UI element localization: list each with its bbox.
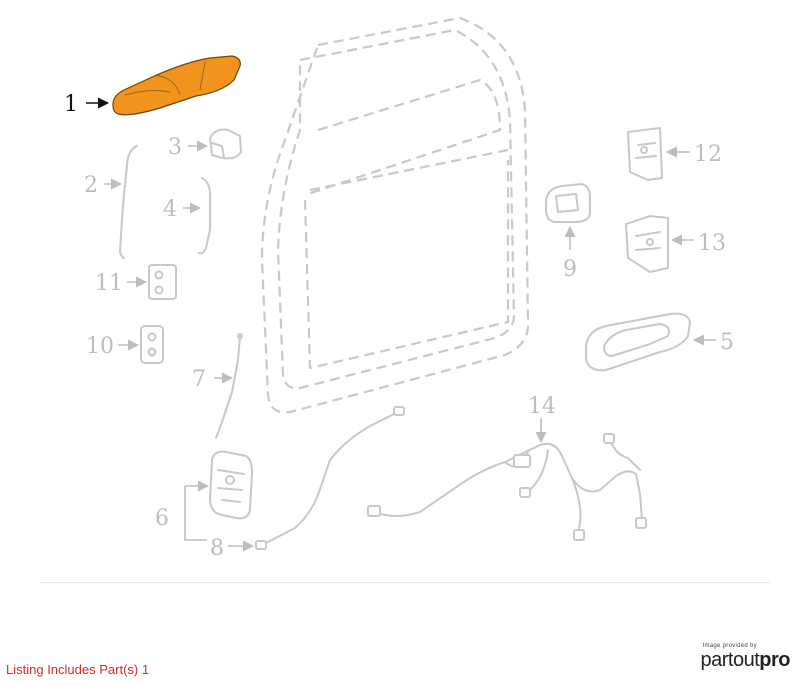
separator-line bbox=[40, 582, 770, 583]
part-10-pad[interactable] bbox=[140, 325, 164, 364]
callout-9: 9 bbox=[563, 257, 577, 282]
part-5-inside-handle[interactable] bbox=[585, 312, 691, 372]
part-9-striker[interactable] bbox=[545, 183, 591, 223]
brand-name: partoutpro bbox=[700, 649, 791, 671]
callout-3: 3 bbox=[168, 135, 182, 160]
callout-6: 6 bbox=[155, 506, 169, 531]
part-4-rod[interactable] bbox=[198, 177, 211, 255]
part-2-rod[interactable] bbox=[119, 145, 138, 259]
part-11-pad[interactable] bbox=[148, 264, 177, 300]
brand-name-part1: partout bbox=[700, 649, 760, 671]
part-8-cable[interactable] bbox=[255, 406, 405, 550]
part-3-cap[interactable] bbox=[209, 128, 242, 160]
callout-5: 5 bbox=[720, 330, 734, 355]
callout-2: 2 bbox=[84, 173, 98, 198]
listing-includes-text: Listing Includes Part(s) 1 bbox=[6, 662, 150, 677]
callout-12: 12 bbox=[694, 142, 722, 167]
door-outline bbox=[260, 16, 530, 414]
partoutpro-logo: Image provided by partoutpro bbox=[700, 643, 791, 672]
callout-4: 4 bbox=[163, 197, 177, 222]
callout-7: 7 bbox=[192, 367, 206, 392]
callout-14: 14 bbox=[528, 394, 556, 419]
callout-10: 10 bbox=[86, 334, 114, 359]
part-13-hinge[interactable] bbox=[625, 215, 669, 273]
part-14-wiring-harness[interactable] bbox=[367, 433, 647, 541]
brand-name-part2: pro bbox=[759, 649, 790, 671]
part-6-latch[interactable] bbox=[209, 450, 253, 520]
brand-caption: Image provided by bbox=[702, 643, 757, 649]
part-7-rod[interactable] bbox=[215, 333, 243, 439]
part-12-hinge[interactable] bbox=[627, 127, 663, 181]
callout-1: 1 bbox=[64, 92, 78, 117]
callout-8: 8 bbox=[210, 536, 224, 561]
part-1-outside-handle[interactable] bbox=[112, 55, 241, 116]
callout-11: 11 bbox=[95, 271, 123, 296]
callout-13: 13 bbox=[698, 231, 726, 256]
